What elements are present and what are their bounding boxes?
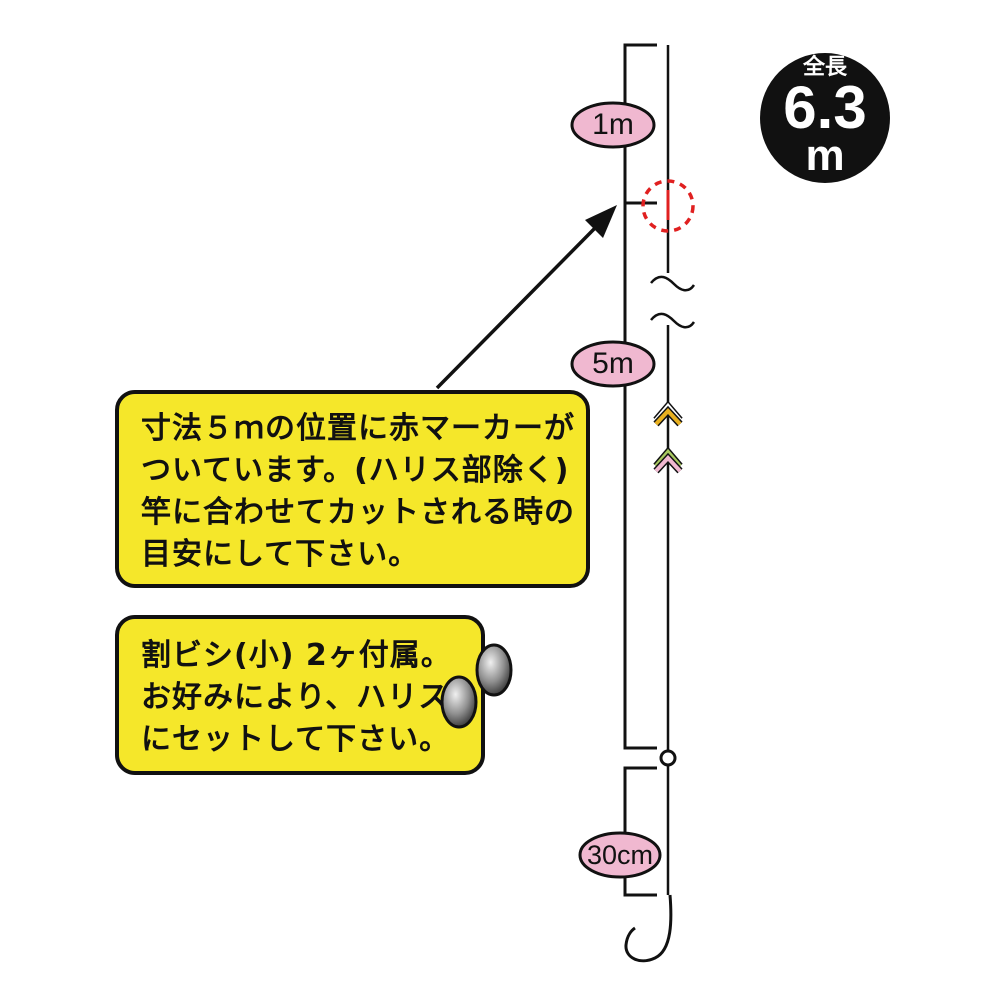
total-length-badge: 全長 6.3 m [760, 53, 890, 183]
marker-label-30cm: 30cm [586, 840, 654, 870]
pointer-arrow [435, 223, 600, 390]
label-ellipse-5m [570, 340, 656, 388]
arrow-head-icon [585, 205, 617, 238]
bead-chevron-lower [653, 446, 683, 474]
badge-label: 全長 [802, 55, 847, 80]
badge-value: 6.3 [783, 74, 867, 141]
sinker-note: 割ビシ(小) 2ヶ付属。 お好みにより、ハリス にセットして下さい。 [115, 615, 485, 775]
bead-chevron-upper [653, 400, 683, 427]
note-line: ついています。(ハリス部除く) [141, 453, 570, 488]
badge-unit: m [805, 131, 845, 180]
note-line: お好みにより、ハリス [141, 680, 450, 715]
red-marker-circle [641, 179, 695, 233]
note-line: 割ビシ(小) 2ヶ付属。 [141, 638, 452, 673]
marker-label-5m: 5m [592, 347, 634, 380]
length-bracket-lower [623, 766, 657, 897]
note-line: 寸法５ｍの位置に赤マーカーが [141, 411, 575, 446]
hook-icon [624, 894, 673, 963]
swivel-ring [659, 749, 677, 767]
break-symbol [650, 275, 696, 329]
note-line: 目安にして下さい。 [141, 537, 420, 572]
length-bracket-upper [623, 43, 657, 750]
label-ellipse-30cm [578, 831, 662, 879]
marker-note: 寸法５ｍの位置に赤マーカーが ついています。(ハリス部除く) 竿に合わせてカット… [115, 390, 590, 588]
note-line: にセットして下さい。 [141, 722, 451, 757]
note-line: 竿に合わせてカットされる時の [141, 495, 575, 530]
marker-label-1m: 1m [592, 108, 634, 141]
label-ellipse-1m [570, 101, 656, 149]
